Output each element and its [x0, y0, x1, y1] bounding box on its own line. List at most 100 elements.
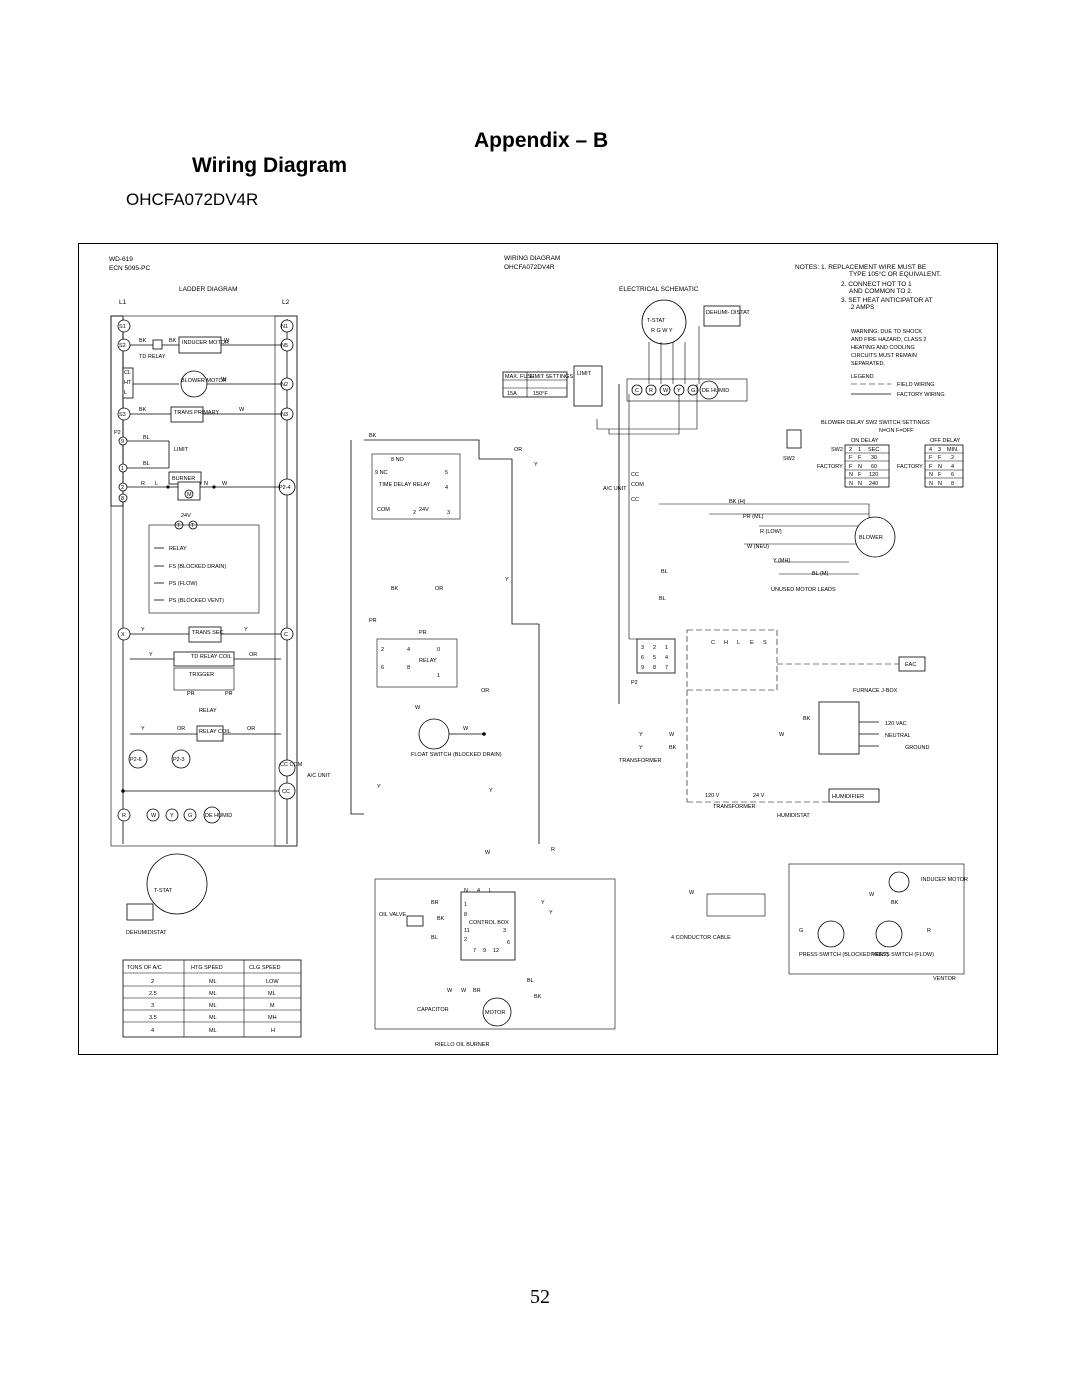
wire-label-or: OR	[247, 726, 255, 732]
board-col: S	[763, 640, 767, 646]
wire-label-bk: BK	[534, 994, 542, 1000]
on-delay-cell: 30	[871, 455, 877, 461]
supply-neutral: NEUTRAL	[885, 733, 911, 739]
cc-terminal: CC	[282, 789, 290, 795]
legend-title: LEGEND	[851, 374, 874, 380]
fuse-header: MAX. FUSE	[505, 374, 535, 380]
p2-pin: 1	[121, 466, 124, 472]
off-delay-cell: N	[938, 464, 942, 470]
on-delay-cell: F	[849, 464, 853, 470]
off-delay-cell: F	[938, 472, 942, 478]
humidistat-label: HUMIDISTAT	[777, 813, 810, 819]
speed-cell: 4	[151, 1028, 154, 1034]
p2-pin: 8	[121, 496, 124, 502]
wire-label-n: N	[204, 481, 208, 487]
control-box-pin: 9	[483, 948, 486, 954]
supply-ground: GROUND	[905, 745, 929, 751]
td-relay-coil-label: TD RELAY COIL	[191, 654, 232, 660]
limit-label: LIMIT	[174, 447, 189, 453]
off-delay-cell: 8	[951, 481, 954, 487]
wire-label-bk: BK	[169, 338, 177, 344]
speed-cell: H	[271, 1028, 275, 1034]
on-delay-cell: 120	[869, 472, 878, 478]
wire-label-bk: BK	[391, 586, 399, 592]
humidifier-label: HUMIDIFIER	[832, 794, 864, 800]
warning-line: HEATING AND COOLING	[851, 345, 915, 351]
wire-label-or: OR	[481, 688, 489, 694]
t-terminal: T	[191, 523, 195, 529]
sw2-label: SW2	[783, 456, 795, 462]
legend-field-wiring: FIELD WIRING	[897, 382, 935, 388]
transformer-24v: 24V	[181, 513, 191, 519]
off-delay-header: 3	[938, 447, 941, 453]
wire-label-w: W	[221, 377, 227, 383]
wire-label-bk: BK	[803, 716, 811, 722]
tstat-y: Y	[170, 813, 174, 819]
legend-factory-wiring: FACTORY WIRING	[897, 392, 945, 398]
notes-block: NOTES: 1. REPLACEMENT WIRE MUST BE TYPE …	[795, 264, 941, 311]
humidifier-120v: 120 V	[705, 793, 720, 799]
furnace-jbox-label: FURNACE J-BOX	[853, 688, 898, 694]
schematic-cc: CC	[631, 472, 639, 478]
wire-label-w: W	[463, 726, 469, 732]
td-relay-pin: 2	[413, 510, 416, 516]
blower-delay-title: BLOWER DELAY SW2 SWITCH SETTINGS	[821, 420, 930, 426]
wire-label-y: Y	[639, 732, 643, 738]
on-delay-cell: N	[849, 481, 853, 487]
off-delay-header: MIN.	[947, 447, 959, 453]
terminal-c: C	[284, 632, 288, 638]
on-delay-header: 2	[849, 447, 852, 453]
ac-unit-label: A/C UNIT	[307, 773, 331, 779]
wiring-diagram: WD-619 ECN 5095-PC WIRING DIAGRAM OHCFA0…	[78, 243, 998, 1055]
press-switch-flow: PRESS SWITCH (FLOW)	[871, 952, 934, 958]
off-delay-header: 4	[929, 447, 932, 453]
wire-label-w: W	[779, 732, 785, 738]
transformer-label: TRANSFORMER	[619, 758, 662, 764]
p2-3-terminal: P2-3	[173, 757, 185, 763]
wire-label-w: W	[689, 890, 695, 896]
schematic-limit-label: LIMIT	[577, 371, 592, 377]
control-box-label: CONTROL BOX	[469, 920, 509, 926]
safety-flow-switch: PS (FLOW)	[169, 581, 198, 587]
speed-cell: ML	[268, 991, 276, 997]
schematic-title: ELECTRICAL SCHEMATIC	[619, 286, 699, 293]
on-delay-cell: F	[858, 455, 862, 461]
wire-label-y: Y	[141, 726, 145, 732]
wire-label-w: W	[239, 407, 245, 413]
trigger-label: TRIGGER	[189, 672, 214, 678]
off-delay-cell: 6	[951, 472, 954, 478]
control-box-pin: 12	[493, 948, 499, 954]
on-delay-label: ON DELAY	[851, 438, 879, 444]
ventor-label: VENTOR	[933, 976, 956, 982]
trans-sec-label: TRANS SEC	[192, 630, 224, 636]
tstat-w: W	[151, 813, 157, 819]
wire-label-r: R	[551, 847, 555, 853]
off-delay-label: OFF DELAY	[930, 438, 960, 444]
on-delay-cell: FACTORY	[817, 464, 843, 470]
blower-wire-w-neu: W (NEU)	[747, 544, 769, 550]
off-delay-cell: F	[929, 455, 933, 461]
blower-wire-y-mh: Y (MH)	[773, 558, 790, 564]
section-title: Wiring Diagram	[192, 154, 347, 177]
speed-header-htg: HTG SPEED	[191, 965, 223, 971]
p2-pin: 5	[653, 655, 656, 661]
relay-pin: 8	[407, 665, 410, 671]
tstat-label: T-STAT	[154, 888, 173, 894]
wire-label-y: Y	[149, 652, 153, 658]
schematic-dehumidistat-label: DEHUMI- DISTAT	[706, 310, 750, 316]
speed-ht: HT	[124, 380, 132, 386]
wire-label-w: W	[222, 481, 228, 487]
speed-cell: LOW	[266, 979, 279, 985]
tstat-r: R	[122, 813, 126, 819]
p2-label: P2	[114, 430, 121, 436]
cc-com-terminal: CC COM	[280, 762, 303, 768]
limit-header: LIMIT SETTINGS	[530, 374, 573, 380]
td-relay-nc: 9 NC	[375, 470, 388, 476]
wire-label-r: R	[141, 481, 145, 487]
wire-label-bl: BL	[143, 461, 150, 467]
fuse-value: 15A	[507, 391, 517, 397]
td-relay-label: TIME DELAY RELAY	[379, 482, 431, 488]
board-col: C	[711, 640, 715, 646]
board-col: H	[724, 640, 728, 646]
capacitor-label: CAPACITOR	[417, 1007, 449, 1013]
